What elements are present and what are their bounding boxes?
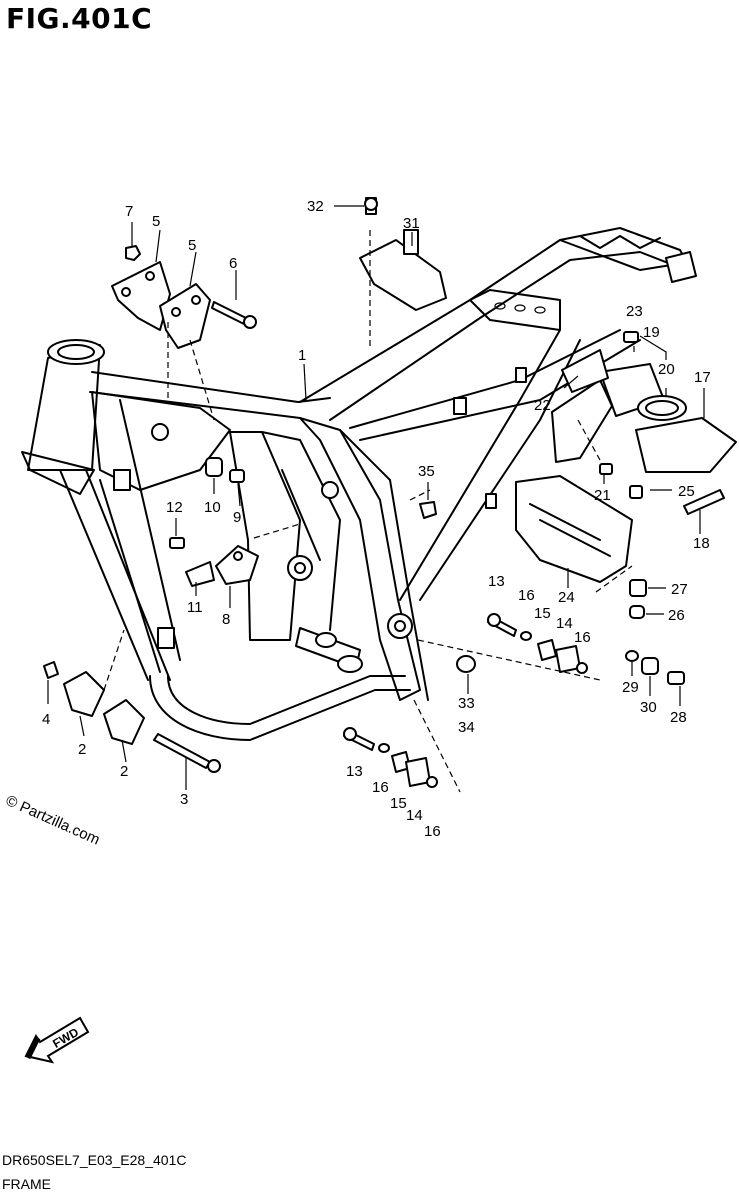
callout-23: 23 (626, 303, 643, 320)
cap-33 (456, 655, 476, 673)
callout-19: 19 (643, 324, 660, 341)
clamp-19 (637, 395, 687, 421)
callout-2b: 2 (120, 763, 128, 780)
diagram-name: FRAME (2, 1176, 51, 1192)
engine-mount-plate-5b (159, 283, 211, 349)
callout-31: 31 (403, 215, 420, 232)
washer-16a (520, 631, 532, 641)
bolt-18 (683, 489, 725, 515)
bolt-25 (629, 485, 643, 499)
bracket-31-tab (403, 229, 419, 255)
callout-11: 11 (187, 599, 203, 616)
main-frame (21, 227, 697, 741)
callout-16c: 16 (372, 779, 389, 796)
callout-16b: 16 (574, 629, 591, 646)
callout-22: 22 (534, 397, 551, 414)
callout-7: 7 (125, 203, 133, 220)
callout-16a: 16 (518, 587, 535, 604)
washer-29 (625, 650, 639, 662)
screw-21 (599, 463, 613, 475)
callout-15a: 15 (534, 605, 551, 622)
callout-34: 34 (458, 719, 475, 736)
diagram-code: DR650SEL7_E03_E28_401C (2, 1152, 187, 1168)
callout-13a: 13 (488, 573, 505, 590)
callout-15b: 15 (390, 795, 407, 812)
bracket-2a (63, 671, 105, 717)
callout-3: 3 (180, 791, 188, 808)
collar-26 (629, 605, 645, 619)
washer-16c (378, 743, 390, 753)
callout-9: 9 (233, 509, 241, 526)
callout-1: 1 (298, 347, 306, 364)
callout-33: 33 (458, 695, 475, 712)
screw-23 (623, 331, 639, 343)
bracket-11 (185, 561, 215, 587)
callout-8: 8 (222, 611, 230, 628)
callout-16d: 16 (424, 823, 441, 840)
engine-mount-plate-5a (111, 261, 171, 331)
bracket-31 (359, 239, 447, 311)
callout-35: 35 (418, 463, 435, 480)
callout-labels: 7 5 5 6 1 32 31 35 10 9 12 11 8 4 2 2 3 … (42, 198, 711, 840)
callout-5a: 5 (152, 213, 160, 230)
bracket-8 (215, 545, 259, 585)
collar-10 (205, 457, 223, 477)
leader-lines (47, 205, 705, 793)
callout-13b: 13 (346, 763, 363, 780)
callout-25: 25 (678, 483, 695, 500)
washer-16d (426, 776, 438, 788)
callout-26: 26 (668, 607, 685, 624)
bolt-9 (229, 469, 245, 483)
holder-22 (551, 379, 613, 463)
washer-16b (576, 662, 588, 674)
callout-27: 27 (671, 581, 688, 598)
callout-29: 29 (622, 679, 639, 696)
bolt-6 (211, 301, 247, 325)
bolt-12 (169, 537, 185, 549)
bolt-28 (667, 671, 685, 685)
grommet-27 (629, 579, 647, 597)
fwd-arrow-icon: FWD (24, 1016, 90, 1064)
callout-24: 24 (558, 589, 575, 606)
callout-20: 20 (658, 361, 675, 378)
callout-10: 10 (204, 499, 221, 516)
callout-5b: 5 (188, 237, 196, 254)
callout-2a: 2 (78, 741, 86, 758)
components (43, 197, 737, 788)
nut-4 (43, 661, 59, 679)
callout-14a: 14 (556, 615, 573, 632)
collar-15a (537, 639, 557, 661)
callout-21: 21 (594, 487, 611, 504)
nut-7 (125, 245, 141, 261)
callout-6: 6 (229, 255, 237, 272)
callout-17: 17 (694, 369, 711, 386)
callout-32: 32 (307, 198, 324, 215)
callout-4: 4 (42, 711, 50, 728)
callout-12: 12 (166, 499, 183, 516)
callout-28: 28 (670, 709, 687, 726)
bolt-3 (153, 733, 211, 769)
bracket-2b (103, 699, 145, 745)
callout-30: 30 (640, 699, 657, 716)
cap-35 (419, 501, 437, 519)
cover-17 (635, 417, 737, 473)
callout-14b: 14 (406, 807, 423, 824)
tray-24 (515, 475, 633, 583)
callout-18: 18 (693, 535, 710, 552)
figure-title: FIG.401C (6, 2, 153, 35)
nut-30 (641, 657, 659, 675)
